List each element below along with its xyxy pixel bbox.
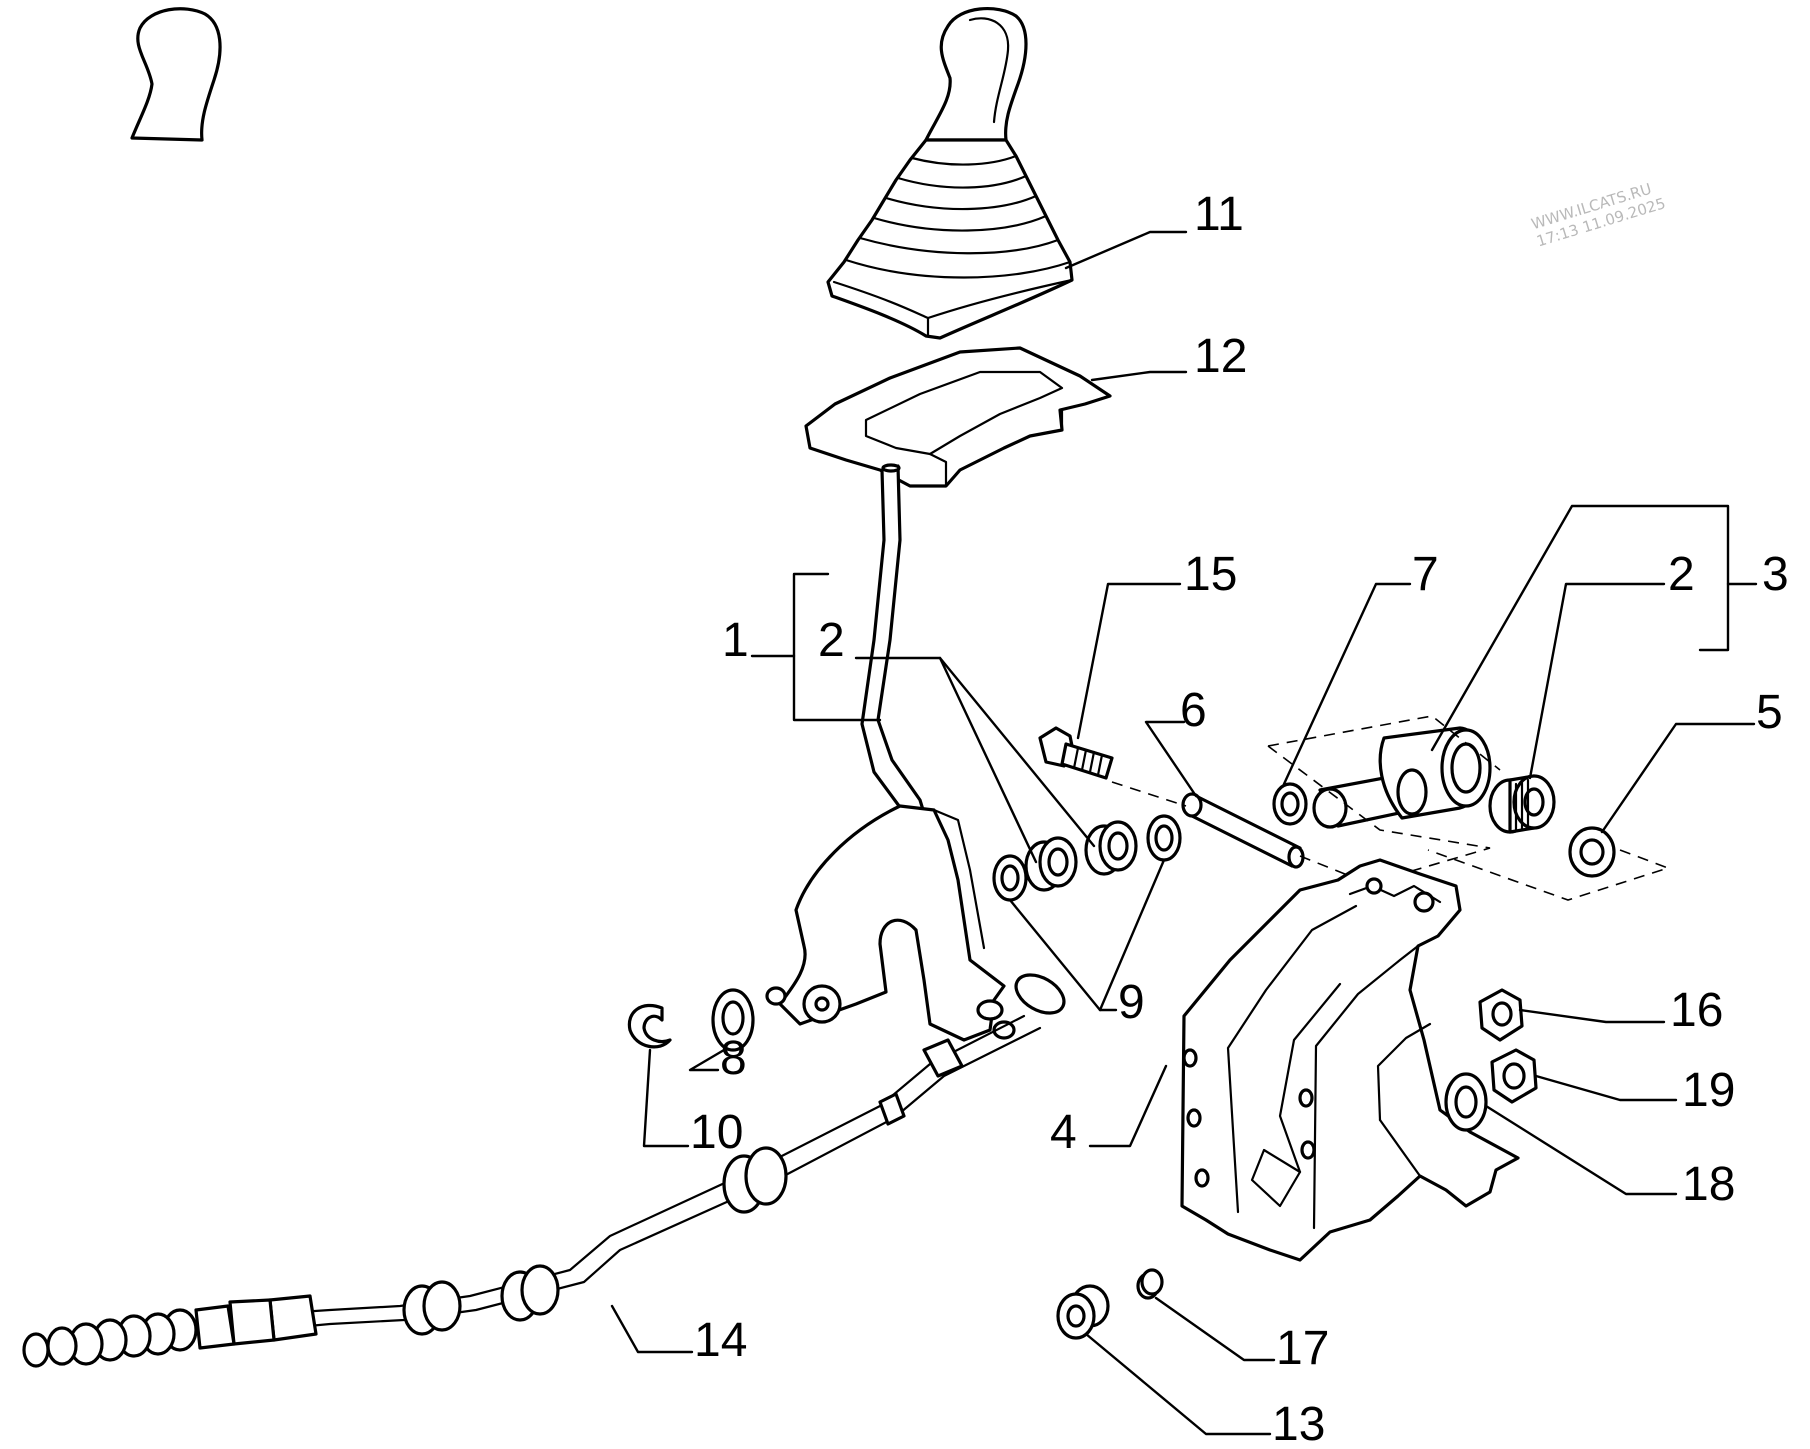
part-2-bushing-left-b[interactable] — [1084, 820, 1138, 876]
callout-15: 14 — [694, 1314, 747, 1367]
callout-9: 9 — [1118, 976, 1145, 1029]
callout-5: 5 — [1756, 686, 1783, 739]
part-6-pin[interactable] — [1181, 792, 1305, 869]
part-5-washer[interactable] — [1568, 826, 1616, 878]
watermark: WWW.ILCATS.RU 17:13 11.09.2025 — [1529, 180, 1668, 251]
callout-3: 3 — [1762, 548, 1789, 601]
part-15-selector-cable[interactable] — [22, 967, 1071, 1368]
callout-19: 19 — [1682, 1064, 1735, 1117]
part-12-nut[interactable] — [1478, 988, 1524, 1042]
gear-knob[interactable] — [826, 6, 1074, 340]
callout-16: 13 — [1272, 1398, 1325, 1449]
part-7-washer[interactable] — [1272, 782, 1308, 826]
callout-13: 11 — [1194, 188, 1244, 241]
callout-6: 6 — [1180, 684, 1207, 737]
part-4-housing-bracket[interactable] — [1180, 858, 1520, 1262]
part-18-washer[interactable] — [1444, 1072, 1488, 1132]
callout-labels: 11 12 1 2 15 6 7 2 3 5 16 19 18 9 8 10 4… — [690, 188, 1789, 1449]
part-9-washer-right[interactable] — [1146, 814, 1182, 862]
callout-1: 1 — [722, 614, 749, 667]
part-11-bolt[interactable] — [1038, 726, 1114, 780]
part-19-nut[interactable] — [1490, 1048, 1538, 1104]
callout-18: 18 — [1682, 1158, 1735, 1211]
part-3-selector-shaft[interactable] — [1312, 726, 1492, 829]
leader-lines — [610, 230, 1758, 1436]
part-13-gear-knob-boot[interactable] — [130, 7, 222, 142]
part-16-grommet[interactable] — [1056, 1284, 1110, 1340]
callout-14: 12 — [1194, 330, 1247, 383]
callout-8: 8 — [720, 1032, 747, 1085]
part-2-bushing-right[interactable] — [1488, 774, 1556, 834]
callout-7: 7 — [1412, 548, 1439, 601]
callout-11: 15 — [1184, 548, 1237, 601]
part-17-sleeve[interactable] — [1136, 1268, 1164, 1300]
part-14-boot-frame[interactable] — [804, 346, 1112, 488]
callout-10: 10 — [690, 1106, 743, 1159]
part-8-washer[interactable] — [711, 988, 755, 1052]
callout-4: 4 — [1050, 1106, 1077, 1159]
part-1-gear-lever[interactable] — [765, 463, 1016, 1042]
part-9-washer-left[interactable] — [992, 854, 1028, 902]
part-10-clip[interactable] — [627, 1003, 672, 1049]
callout-12: 16 — [1670, 984, 1723, 1037]
callout-17: 17 — [1276, 1322, 1329, 1375]
part-2-bushing-left-a[interactable] — [1024, 836, 1078, 892]
callout-2-right: 2 — [1668, 548, 1695, 601]
callout-2-left: 2 — [818, 614, 845, 667]
